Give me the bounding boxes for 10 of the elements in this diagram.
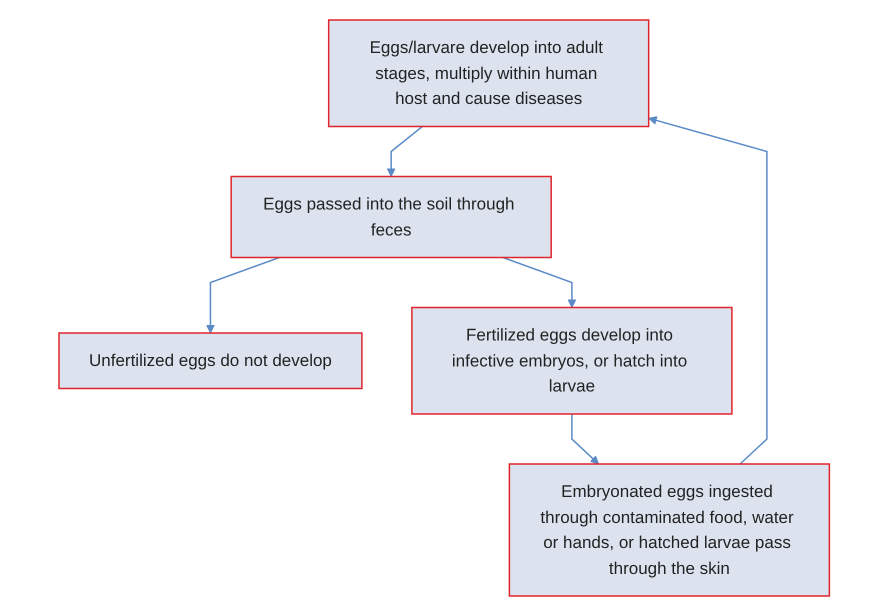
arrow (502, 256, 577, 308)
arrow (571, 414, 600, 464)
node-box: Embryonated eggs ingested through contaminated food, water or hands, or hatched larvae pass through the skin (508, 463, 830, 597)
node-box: Eggs passed into the soil through feces (230, 176, 552, 258)
node-box: Unfertilized eggs do not develop (58, 332, 363, 390)
arrow (387, 126, 424, 177)
node-box: Eggs/larvare develop into adult stages, multiply within human host and cause diseases (328, 19, 650, 128)
arrow (206, 256, 280, 334)
arrow (648, 116, 768, 465)
node-box: Fertilized eggs develop into infective embryos, or hatch into larvae (411, 306, 733, 415)
